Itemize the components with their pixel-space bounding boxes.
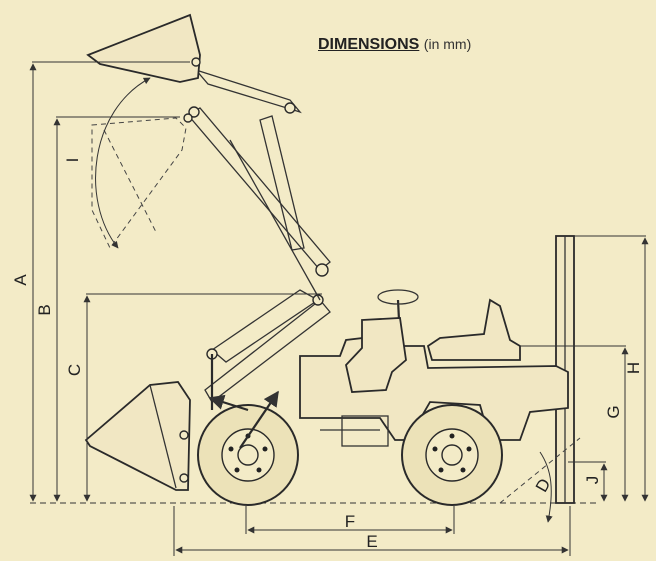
label-c: C xyxy=(65,364,84,376)
label-b: B xyxy=(35,304,54,315)
rear-wheel xyxy=(401,404,503,506)
label-f: F xyxy=(345,512,355,531)
label-h: H xyxy=(624,362,643,374)
raised-bucket xyxy=(86,13,201,123)
diagram-title: DIMENSIONS (in mm) xyxy=(318,36,471,54)
label-g: G xyxy=(604,405,623,418)
label-a: A xyxy=(11,274,30,286)
machine-body xyxy=(299,289,569,447)
dump-angle-arc xyxy=(95,77,151,249)
motion-arrows xyxy=(208,390,279,449)
label-i: I xyxy=(63,158,82,163)
lowered-bucket xyxy=(84,381,191,491)
label-j: J xyxy=(583,476,602,485)
label-e: E xyxy=(366,532,377,551)
title-unit: (in mm) xyxy=(423,36,472,52)
front-wheel xyxy=(197,404,299,506)
raised-boom xyxy=(187,68,331,301)
title-main: DIMENSIONS xyxy=(318,36,420,53)
